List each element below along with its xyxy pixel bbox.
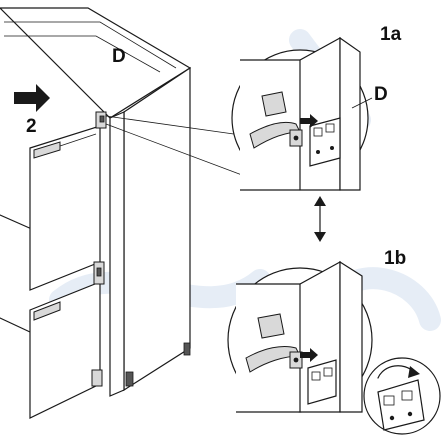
- push-arrow-icon: [14, 84, 50, 112]
- upper-hinge: [95, 111, 107, 129]
- label-part-d-detail: D: [374, 84, 388, 105]
- detail-1b: [227, 260, 373, 413]
- lower-door: [29, 281, 101, 419]
- rear-foot: [183, 342, 191, 356]
- rotation-inset: [363, 357, 441, 435]
- front-foot: [125, 371, 134, 387]
- label-step-1b: 1b: [384, 248, 406, 269]
- middle-hinge: [93, 261, 105, 285]
- label-step-1a: 1a: [380, 24, 402, 45]
- label-part-d-main: D: [112, 46, 126, 67]
- detail-1a: [231, 36, 373, 191]
- upper-door: [29, 125, 101, 291]
- label-step-2: 2: [26, 116, 37, 137]
- lower-hinge: [91, 369, 103, 387]
- fridge-cabinet: [0, 7, 192, 397]
